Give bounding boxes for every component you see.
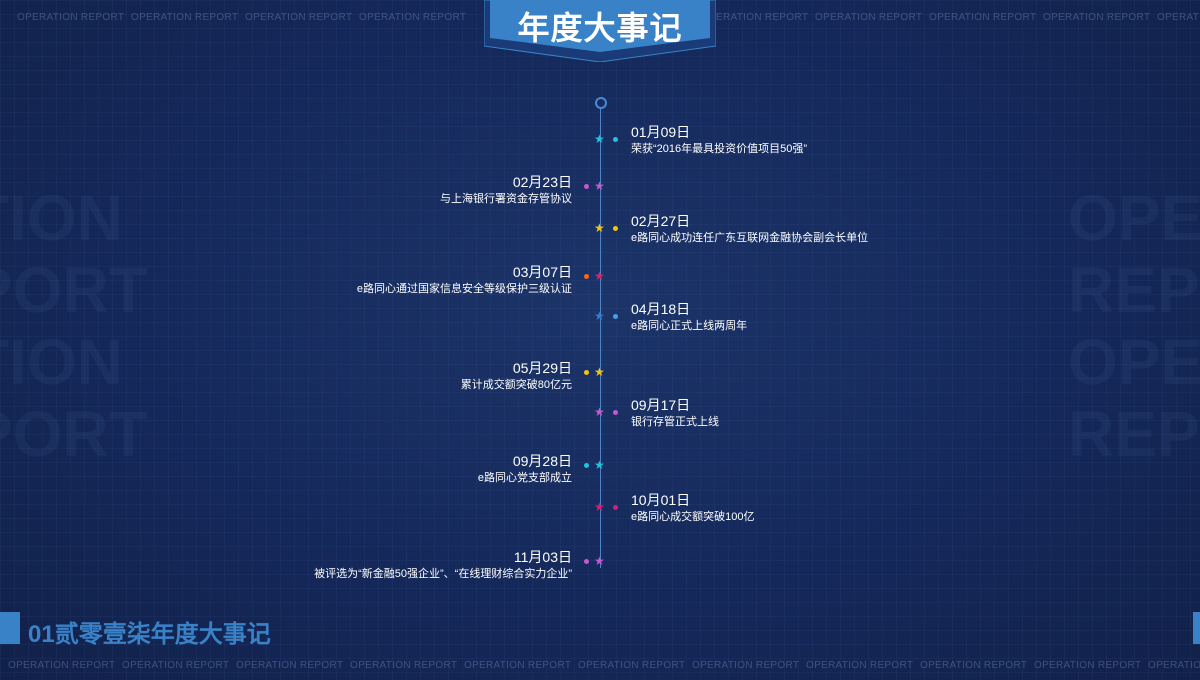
star-marker-icon: ★ bbox=[594, 221, 605, 235]
watermark-text: OPERATION REPORT bbox=[701, 12, 809, 23]
timeline-event: 02月23日与上海银行署资金存管协议 bbox=[440, 173, 572, 207]
event-description: 银行存管正式上线 bbox=[631, 416, 719, 428]
event-description: 被评选为“新金融50强企业”、“在线理财综合实力企业” bbox=[314, 568, 572, 580]
title-banner bbox=[484, 0, 716, 62]
star-marker-icon: ★ bbox=[594, 132, 605, 146]
dot-marker bbox=[584, 370, 589, 375]
event-date: 11月03日 bbox=[513, 549, 572, 565]
star-marker-icon: ★ bbox=[594, 365, 605, 379]
event-description: e路同心正式上线两周年 bbox=[631, 320, 748, 332]
dot-marker bbox=[613, 505, 618, 510]
footer-accent-bar bbox=[0, 612, 20, 644]
watermark-text: OPERATION REPORT bbox=[929, 12, 1037, 23]
event-date: 05月29日 bbox=[512, 360, 572, 376]
star-marker-icon: ★ bbox=[594, 405, 605, 419]
watermark-text: OPERATION REPORT bbox=[245, 12, 353, 23]
dot-marker bbox=[613, 410, 618, 415]
watermark-text: OPERATION REPORT bbox=[1043, 12, 1151, 23]
dot-marker bbox=[584, 559, 589, 564]
header-watermark-strip: OPERATION REPORT OPERATION REPORT OPERATIO… bbox=[0, 12, 1200, 23]
watermark-text: OPERATION REPORT bbox=[692, 660, 800, 671]
event-description: e路同心成功连任广东互联网金融协会副会长单位 bbox=[631, 232, 869, 244]
star-marker-icon: ★ bbox=[594, 458, 605, 472]
watermark-text: OPERATION REPORT bbox=[815, 12, 923, 23]
watermark-text: OPERATION REPORT bbox=[17, 12, 125, 23]
timeline-event: 11月03日被评选为“新金融50强企业”、“在线理财综合实力企业” bbox=[314, 548, 572, 582]
watermark-text: OPERATION REPORT bbox=[8, 660, 116, 671]
event-description: e路同心成交额突破100亿 bbox=[631, 511, 755, 523]
footer-accent-bar-right bbox=[1193, 612, 1200, 644]
event-date: 10月01日 bbox=[631, 492, 691, 508]
watermark-text: OPERATION REPORT bbox=[236, 660, 344, 671]
timeline-event: 03月07日 e路同心通过国家信息安全等级保护三级认证 bbox=[357, 263, 572, 297]
watermark-text: OPERATION REPORT bbox=[122, 660, 230, 671]
event-description: 累计成交额突破80亿元 bbox=[460, 379, 572, 391]
dot-marker bbox=[584, 274, 589, 279]
watermark-text: OPERATION REPORT bbox=[359, 12, 467, 23]
watermark-text: OPERATION REPORT bbox=[131, 12, 239, 23]
dot-marker bbox=[584, 463, 589, 468]
watermark-text: OPERATION REPORT bbox=[350, 660, 458, 671]
event-date: 09月17日 bbox=[631, 397, 691, 413]
event-date: 09月28日 bbox=[512, 453, 572, 469]
timeline-event: 01月09日荣获“2016年最具投资价值项目50强” bbox=[631, 123, 807, 157]
watermark-left: TIONPORTTIONPORT bbox=[0, 182, 148, 470]
timeline-event: 09月17日银行存管正式上线 bbox=[631, 396, 719, 430]
timeline-event: 10月01日 e路同心成交额突破100亿 bbox=[631, 491, 754, 525]
watermark-text: OPERATION REPORT bbox=[1034, 660, 1142, 671]
event-description: e路同心党支部成立 bbox=[477, 472, 572, 484]
page-title: 年度大事记 bbox=[517, 10, 683, 46]
dot-marker bbox=[613, 314, 618, 319]
event-description: 与上海银行署资金存管协议 bbox=[440, 193, 572, 205]
watermark-text: OPERATION REPORT bbox=[920, 660, 1028, 671]
event-date: 01月09日 bbox=[631, 124, 691, 140]
timeline-axis bbox=[600, 108, 601, 568]
star-marker-icon: ★ bbox=[594, 179, 605, 193]
dot-marker bbox=[613, 226, 618, 231]
footer-watermark-strip: OPERATION REPORT OPERATION REPORT OPERATIO… bbox=[0, 660, 1200, 671]
star-marker-icon: ★ bbox=[594, 554, 605, 568]
timeline-event: 05月29日累计成交额突破80亿元 bbox=[461, 359, 572, 393]
event-date: 02月27日 bbox=[631, 213, 691, 229]
watermark-text: OPERATION REPORT bbox=[1148, 660, 1200, 671]
timeline-event: 02月27日 e路同心成功连任广东互联网金融协会副会长单位 bbox=[631, 212, 868, 246]
event-description: 荣获“2016年最具投资价值项目50强” bbox=[631, 143, 808, 155]
watermark-text: OPERATION REPORT bbox=[806, 660, 914, 671]
watermark-text: OPERATION REPORT bbox=[1157, 12, 1200, 23]
star-marker-icon: ★ bbox=[594, 500, 605, 514]
event-date: 04月18日 bbox=[631, 301, 691, 317]
event-date: 03月07日 bbox=[512, 264, 572, 280]
timeline-event: 09月28日 e路同心党支部成立 bbox=[478, 452, 572, 486]
event-date: 02月23日 bbox=[512, 174, 572, 190]
watermark-text: OPERATION REPORT bbox=[578, 660, 686, 671]
timeline-event: 04月18日 e路同心正式上线两周年 bbox=[631, 300, 747, 334]
dot-marker bbox=[613, 137, 618, 142]
dot-marker bbox=[584, 184, 589, 189]
section-title: 01贰零壹柒年度大事记 bbox=[28, 621, 271, 648]
timeline-start-ring bbox=[595, 97, 607, 109]
watermark-text: OPERATION REPORT bbox=[464, 660, 572, 671]
event-description: e路同心通过国家信息安全等级保护三级认证 bbox=[356, 283, 572, 295]
star-marker-icon: ★ bbox=[594, 309, 605, 323]
star-marker-icon: ★ bbox=[594, 269, 605, 283]
